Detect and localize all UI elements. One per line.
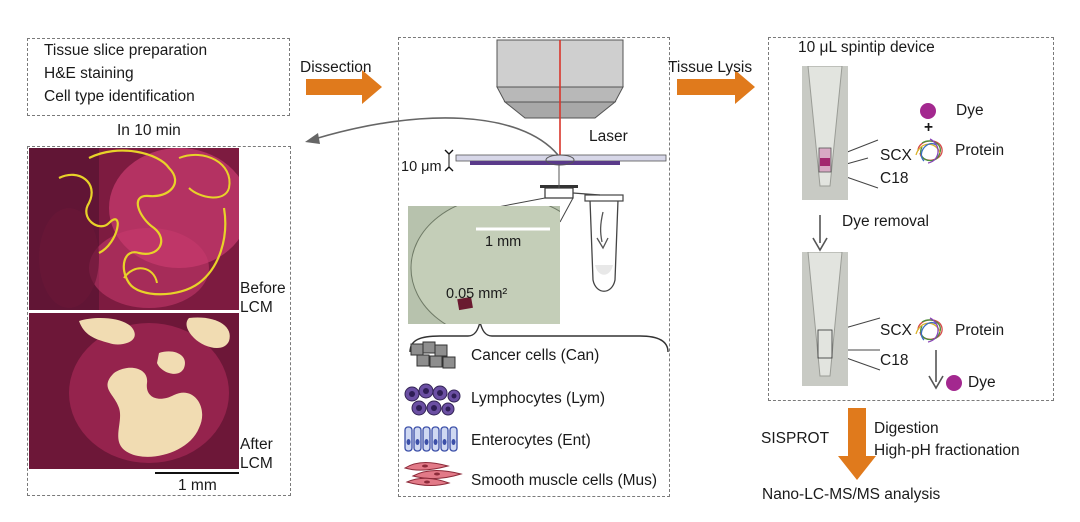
step-cell-identification: Cell type identification <box>44 88 195 105</box>
glass-slide <box>455 154 667 162</box>
scx-label-2: SCX <box>880 322 912 339</box>
cancer-cells-icon <box>405 340 460 376</box>
cell-type-cancer: Cancer cells (Can) <box>471 347 600 364</box>
lcm-box <box>398 37 670 497</box>
after-lcm-label-line1: After <box>240 436 273 453</box>
dye-removal-label: Dye removal <box>842 213 929 230</box>
laser-label: Laser <box>589 128 628 145</box>
return-curve-arrow <box>317 117 559 156</box>
lymphocytes-icon <box>402 382 462 418</box>
tissue-lysis-label: Tissue Lysis <box>668 59 753 76</box>
after-lcm-label-line2: LCM <box>240 455 273 472</box>
enterocytes-icon <box>403 424 463 454</box>
zoom-micrograph <box>408 206 560 324</box>
dye-dot-icon-2 <box>946 375 962 391</box>
plus-label: + <box>924 119 934 136</box>
protein-label-2: Protein <box>955 322 1005 339</box>
tissue-panel-box <box>27 146 291 496</box>
protein-icon <box>912 135 948 167</box>
before-lcm-label-line1: Before <box>240 280 286 297</box>
step-tissue-slice: Tissue slice preparation <box>44 42 208 59</box>
c18-label: C18 <box>880 170 909 187</box>
smooth-muscle-icon <box>403 458 465 488</box>
sisprot-label: SISPROT <box>761 430 830 447</box>
spintip-image-2 <box>802 252 848 386</box>
after-lcm-image <box>29 313 239 469</box>
zoom-scale-label: 1 mm <box>485 234 522 250</box>
fractionation-label: High-pH fractionation <box>874 442 1020 459</box>
scx-label: SCX <box>880 147 912 164</box>
dissection-label: Dissection <box>300 59 372 76</box>
digestion-arrow <box>838 408 876 480</box>
tissue-lysis-arrow <box>677 70 755 104</box>
thickness-label: 10 μm <box>401 159 442 175</box>
before-lcm-label-line2: LCM <box>240 299 273 316</box>
spintip-box <box>768 37 1054 401</box>
digestion-label: Digestion <box>874 420 939 437</box>
dye-label: Dye <box>956 102 984 119</box>
cell-type-enterocytes: Enterocytes (Ent) <box>471 432 591 449</box>
dye-label-2: Dye <box>968 374 996 391</box>
scale-bar-label: 1 mm <box>178 477 217 494</box>
cell-type-smooth-muscle: Smooth muscle cells (Mus) <box>471 472 658 489</box>
protein-label: Protein <box>955 142 1005 159</box>
dissection-arrow <box>306 70 382 104</box>
analysis-label: Nano-LC-MS/MS analysis <box>762 486 941 503</box>
protein-icon-2 <box>912 314 948 346</box>
before-lcm-image <box>29 148 239 310</box>
spintip-image-1 <box>802 66 848 200</box>
steps-box <box>27 38 290 116</box>
device-title: 10 μL spintip device <box>798 39 935 56</box>
c18-label-2: C18 <box>880 352 909 369</box>
step-he-staining: H&E staining <box>44 65 134 82</box>
scale-bar <box>155 472 239 474</box>
time-label: In 10 min <box>117 122 181 139</box>
area-label: 0.05 mm² <box>446 286 508 302</box>
cell-type-lymphocytes: Lymphocytes (Lym) <box>471 390 606 407</box>
dye-dot-icon <box>920 103 936 119</box>
